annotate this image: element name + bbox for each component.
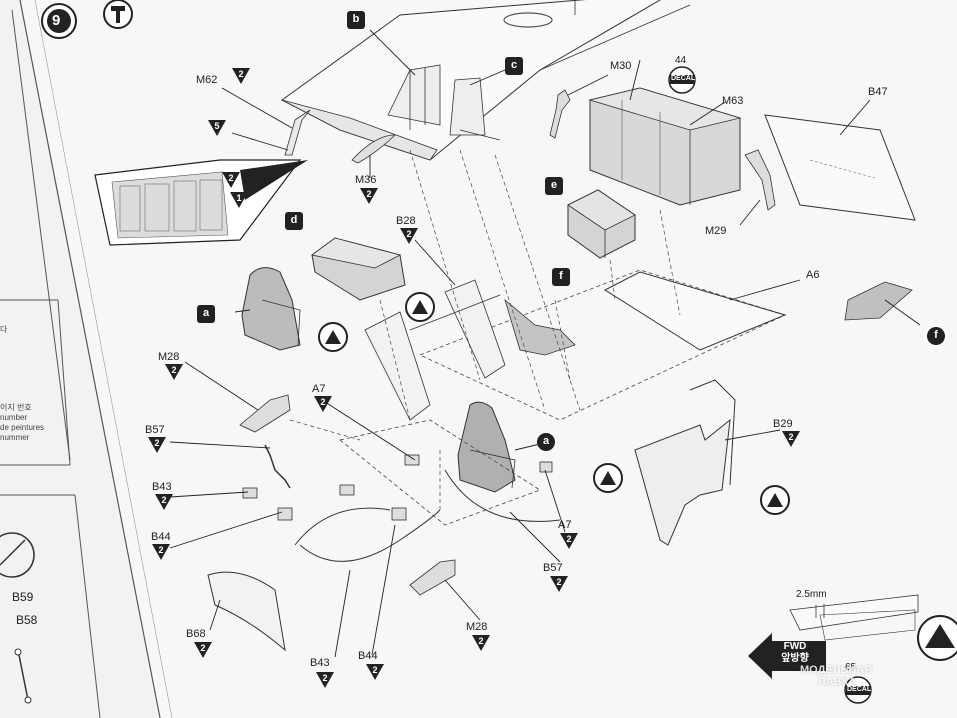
qty-m28-upper: 2 — [165, 364, 183, 380]
step-number: 9 — [52, 12, 61, 29]
qty-m62: 2 — [232, 68, 250, 84]
callout-f-upper: f — [552, 268, 570, 286]
qty-a7-lower: 2 — [560, 533, 578, 549]
label-b44-upper: B44 — [151, 531, 171, 543]
qty-b44-lower: 2 — [366, 664, 384, 680]
watermark-line2: ЛАВКА — [818, 676, 857, 688]
qty-b28: 2 — [400, 228, 418, 244]
legend-line-1: 이지 번호 — [0, 403, 32, 412]
label-a6: A6 — [806, 269, 820, 281]
label-m28-upper: M28 — [158, 351, 180, 363]
hammer-icon — [104, 0, 132, 28]
label-decal-65: 65 — [845, 662, 857, 673]
label-a7-lower: A7 — [558, 519, 572, 531]
label-b59: B59 — [12, 590, 34, 604]
inset-marker-2: 2 — [222, 172, 240, 188]
label-b44-lower: B44 — [358, 650, 378, 662]
callout-f-right: f — [927, 327, 945, 345]
qty-b57-lower: 2 — [550, 576, 568, 592]
inset-marker-1: 1 — [230, 192, 248, 208]
callout-a-lower: a — [537, 433, 555, 451]
label-a7-upper: A7 — [312, 383, 326, 395]
callout-c: c — [505, 57, 523, 75]
watermark: МОДЕЛЬНАЯ ЛАВКА — [800, 664, 872, 688]
label-decal-44: 44 — [675, 55, 687, 66]
label-b68: B68 — [186, 628, 206, 640]
label-b57-upper: B57 — [145, 424, 165, 436]
dimension-label: 2.5mm — [796, 589, 827, 600]
left-legend-top: 다 — [0, 325, 8, 334]
label-m62: M62 — [196, 74, 218, 86]
qty-b43-upper: 2 — [155, 494, 173, 510]
callout-e: e — [545, 177, 563, 195]
qty-m36: 2 — [360, 188, 378, 204]
qty-b57-upper: 2 — [148, 437, 166, 453]
qty-a7-upper: 2 — [314, 396, 332, 412]
label-m30: M30 — [610, 60, 632, 72]
label-b57-lower: B57 — [543, 562, 563, 574]
fwd-line1: FWD — [783, 641, 807, 652]
fwd-line2: 앞방향 — [781, 653, 809, 664]
label-b43-lower: B43 — [310, 657, 330, 669]
fwd-label: FWD 앞방향 — [770, 641, 820, 665]
decal-65-badge: DECAL — [847, 686, 872, 693]
left-legend: 이지 번호 number de peintures nummer — [0, 403, 44, 443]
label-b47: B47 — [868, 86, 888, 98]
callout-d: d — [285, 212, 303, 230]
label-m29: M29 — [705, 225, 727, 237]
part-5-marker: 5 — [208, 120, 226, 136]
label-b58: B58 — [16, 613, 38, 627]
qty-b43-lower: 2 — [316, 672, 334, 688]
legend-line-4: nummer — [0, 433, 30, 442]
label-b43-upper: B43 — [152, 481, 172, 493]
qty-b44-upper: 2 — [152, 544, 170, 560]
legend-line-3: de peintures — [0, 423, 45, 432]
qty-m28-lower: 2 — [472, 635, 490, 651]
callout-a-upper: a — [197, 305, 215, 323]
watermark-line1: МОДЕЛЬНАЯ — [800, 664, 873, 676]
qty-b68: 2 — [194, 642, 212, 658]
callout-b: b — [347, 11, 365, 29]
label-b29: B29 — [773, 418, 793, 430]
decal-44-badge: DECAL — [671, 75, 696, 82]
label-b28: B28 — [396, 215, 416, 227]
label-m36: M36 — [355, 174, 377, 186]
label-m28-lower: M28 — [466, 621, 488, 633]
legend-line-2: number — [0, 413, 28, 422]
label-m63: M63 — [722, 95, 744, 107]
qty-b29: 2 — [782, 431, 800, 447]
